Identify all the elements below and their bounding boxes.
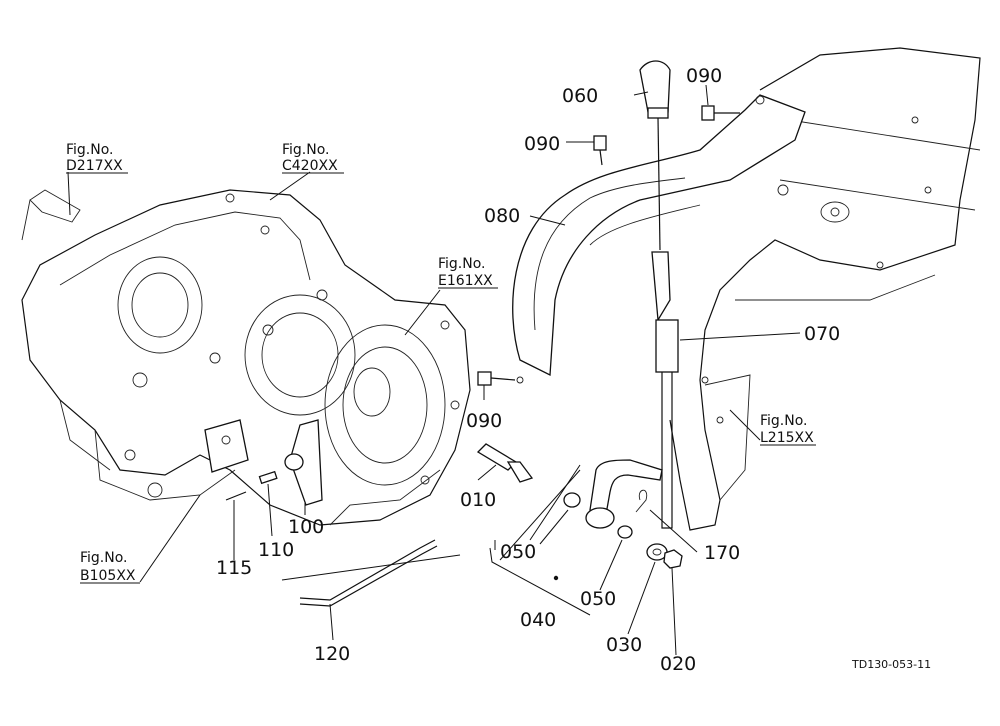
callout-115: 115 <box>216 557 252 579</box>
pin-115 <box>225 491 247 501</box>
detent-assembly <box>204 419 249 473</box>
bolt-090-low <box>477 371 516 386</box>
fig-ref-l215: Fig.No. L215XX <box>760 413 816 446</box>
nut-020 <box>663 549 683 569</box>
shift-arm-040 <box>563 459 663 539</box>
fig-ref-d217: Fig.No. D217XX <box>66 142 128 174</box>
callout-060: 060 <box>562 85 598 107</box>
callout-110: 110 <box>258 539 294 561</box>
callout-090-mid: 090 <box>524 133 560 155</box>
fig-ref-b105: Fig.No. B105XX <box>80 550 140 584</box>
fig-ref-c420-code: C420XX <box>282 158 338 174</box>
callout-050-b: 050 <box>580 588 616 610</box>
fig-ref-e161-code: E161XX <box>438 273 493 289</box>
fig-ref-d217-code: D217XX <box>66 158 123 174</box>
fig-ref-e161: Fig.No. E161XX <box>438 256 498 289</box>
lever-knob-060 <box>639 60 671 119</box>
callout-090-top: 090 <box>686 65 722 87</box>
pin-110 <box>258 470 278 485</box>
frame-bracket <box>669 47 981 531</box>
fig-ref-l215-prefix: Fig.No. <box>760 413 808 429</box>
callout-170: 170 <box>704 542 740 564</box>
fig-ref-b105-prefix: Fig.No. <box>80 550 128 566</box>
bolt-090-mid <box>593 135 607 166</box>
fig-ref-c420-prefix: Fig.No. <box>282 142 330 158</box>
drawing-code: TD130-053-11 <box>851 658 931 671</box>
fig-ref-e161-prefix: Fig.No. <box>438 256 486 272</box>
callout-090-low: 090 <box>466 410 502 432</box>
bolt-090-top <box>701 105 740 121</box>
leader-lines <box>67 84 801 656</box>
rod-120 <box>299 539 438 607</box>
callout-labels: 060 090 090 080 070 090 010 100 110 115 … <box>216 65 840 675</box>
lever-rod-070 <box>651 117 679 529</box>
callout-100: 100 <box>288 516 324 538</box>
callout-120: 120 <box>314 643 350 665</box>
fig-ref-l215-code: L215XX <box>760 430 814 446</box>
callout-070: 070 <box>804 323 840 345</box>
transmission-housing <box>21 189 471 526</box>
callout-040: 040 <box>520 609 556 631</box>
fig-ref-d217-prefix: Fig.No. <box>66 142 114 158</box>
callout-030: 030 <box>606 634 642 656</box>
guide-plate-080 <box>512 94 806 384</box>
fig-ref-b105-code: B105XX <box>80 568 136 584</box>
callout-010: 010 <box>460 489 496 511</box>
bracket-100 <box>284 419 323 506</box>
callout-050-a: 050 <box>500 541 536 563</box>
pin-170 <box>635 489 648 513</box>
callout-020: 020 <box>660 653 696 675</box>
bolt-010 <box>476 443 534 483</box>
fig-ref-c420: Fig.No. C420XX <box>282 142 344 174</box>
callout-080: 080 <box>484 205 520 227</box>
